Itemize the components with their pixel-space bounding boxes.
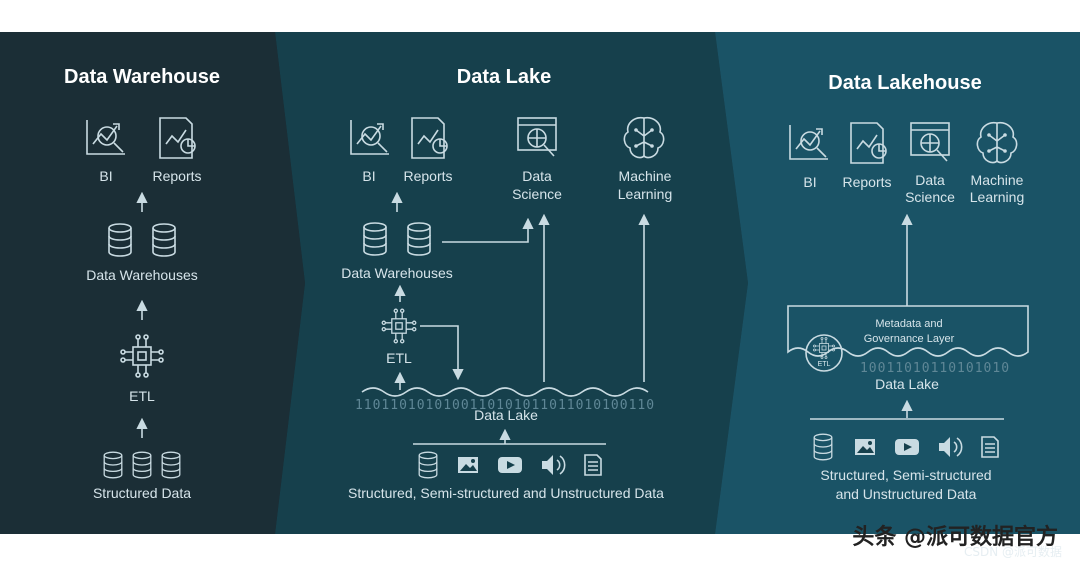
watermark-main: 头条 @派可数据官方	[852, 524, 1058, 550]
lakehouse-source-label-2: and Unstructured Data	[836, 486, 977, 502]
video-icon	[498, 457, 522, 473]
lake-etl-label: ETL	[386, 350, 412, 366]
arrow-lake-to-etl	[420, 325, 464, 381]
lakehouse-ds-label-2: Science	[905, 189, 955, 205]
lakehouse-meta-label-1: Metadata and	[875, 318, 942, 330]
lakehouse-bi-label: BI	[803, 174, 816, 190]
lakehouse-title: Data Lakehouse	[828, 72, 981, 94]
lake-ds-label-2: Science	[512, 186, 562, 202]
lakehouse-etl-label: ETL	[818, 361, 831, 368]
lake-bi-label: BI	[362, 168, 375, 184]
video-icon	[895, 439, 919, 455]
lakehouse-source-label-1: Structured, Semi-structured	[820, 467, 991, 483]
lakehouse-reports-label: Reports	[842, 174, 891, 190]
warehouse-title: Data Warehouse	[64, 66, 220, 88]
lake-ml-label-1: Machine	[619, 168, 672, 184]
watermark-sub: CSDN @派可数据	[964, 544, 1062, 559]
panel-data-warehouse	[0, 32, 305, 534]
lake-warehouses-label: Data Warehouses	[341, 265, 453, 281]
warehouse-bi-label: BI	[99, 168, 112, 184]
lakehouse-lake-label: Data Lake	[875, 376, 939, 392]
warehouse-etl-label: ETL	[129, 388, 155, 404]
warehouse-source-label: Structured Data	[93, 485, 191, 501]
panel-data-lake	[275, 32, 748, 534]
arrow-warehouse-to-ds	[442, 217, 534, 243]
image-icon	[855, 439, 875, 455]
lake-reports-label: Reports	[403, 168, 452, 184]
lake-ml-label-2: Learning	[618, 186, 673, 202]
lake-wave-line	[361, 387, 649, 397]
warehouse-warehouses-label: Data Warehouses	[86, 267, 198, 283]
lakehouse-ds-label-1: Data	[915, 172, 945, 188]
lake-source-label: Structured, Semi-structured and Unstruct…	[348, 485, 664, 501]
lakehouse-meta-label-2: Governance Layer	[864, 333, 955, 345]
metadata-layer-box	[787, 305, 1029, 357]
etl-ring	[805, 334, 843, 372]
lake-lake-label: Data Lake	[474, 407, 538, 423]
lakehouse-ml-label-2: Learning	[970, 189, 1025, 205]
warehouse-reports-label: Reports	[152, 168, 201, 184]
panel-data-lakehouse	[715, 32, 1080, 534]
lake-bits: 1101101010100110101011011010100110	[355, 398, 655, 413]
lakehouse-ml-label-1: Machine	[971, 172, 1024, 188]
lake-title: Data Lake	[457, 66, 552, 88]
lake-ds-label-1: Data	[522, 168, 552, 184]
lakehouse-bits: 10011010110101010	[860, 361, 1010, 376]
image-icon	[458, 457, 478, 473]
